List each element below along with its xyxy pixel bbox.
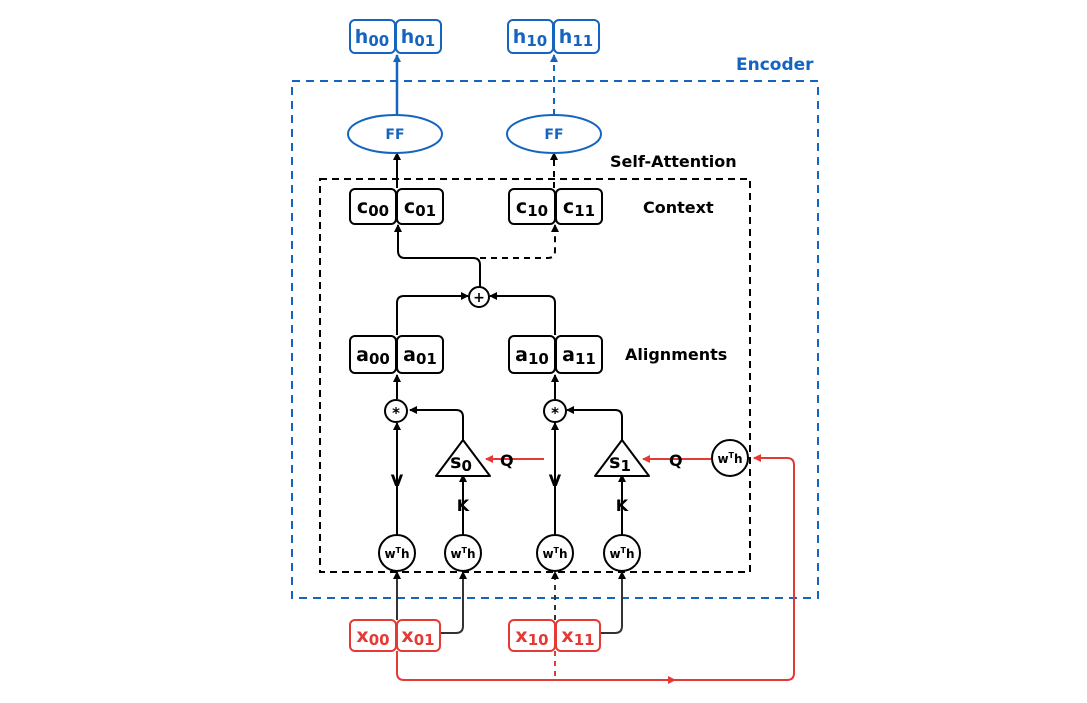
- alignment-a01: a01: [396, 335, 444, 374]
- svg-text:x10: x10: [515, 625, 548, 649]
- score-s1: s1: [594, 439, 650, 477]
- svg-text:c11: c11: [563, 196, 595, 220]
- context-c10: c10: [508, 188, 556, 225]
- edge-label-q1: Q: [669, 451, 683, 470]
- encoder-label: Encoder: [736, 55, 814, 75]
- svg-text:x01: x01: [401, 625, 434, 649]
- svg-text:*: *: [392, 404, 400, 422]
- edge-plus-c0: [394, 224, 481, 288]
- alignment-a11: a11: [555, 335, 603, 374]
- projection-v0: wTh: [378, 534, 416, 572]
- edge-label-k1: K: [616, 496, 629, 515]
- svg-text:a01: a01: [403, 344, 437, 368]
- edge-x01-wth: [440, 571, 467, 634]
- edge-label-q0: Q: [500, 451, 514, 470]
- svg-text:h11: h11: [559, 26, 593, 50]
- svg-text:h10: h10: [513, 26, 547, 50]
- edge-a1-plus: [489, 292, 556, 335]
- ff-node-1: FF: [506, 114, 602, 154]
- svg-text:wTh: wTh: [450, 546, 475, 561]
- hidden-h00: h00: [349, 19, 396, 54]
- edge-s1-mul1: [566, 406, 623, 440]
- context-c00: c00: [349, 188, 397, 225]
- svg-text:x11: x11: [561, 625, 594, 649]
- svg-text:wTh: wTh: [717, 451, 742, 466]
- hidden-h01: h01: [395, 19, 442, 54]
- alignment-a10: a10: [508, 335, 556, 374]
- svg-text:s0: s0: [450, 451, 472, 475]
- context-label: Context: [643, 198, 714, 217]
- svg-text:x00: x00: [356, 625, 389, 649]
- input-x01: x01: [396, 619, 441, 652]
- projection-v1: wTh: [536, 534, 574, 572]
- svg-text:wTh: wTh: [542, 546, 567, 561]
- svg-text:s1: s1: [609, 451, 631, 475]
- projection-q: wTh: [711, 439, 749, 477]
- projection-k0: wTh: [444, 534, 482, 572]
- edge-plus-c1: [480, 224, 559, 259]
- score-s0: s0: [435, 439, 491, 477]
- edge-s0-mul0: [409, 406, 464, 440]
- svg-text:c00: c00: [357, 196, 389, 220]
- self-attention-box: [319, 178, 751, 573]
- svg-text:c01: c01: [404, 196, 436, 220]
- svg-text:FF: FF: [544, 127, 563, 143]
- alignment-a00: a00: [349, 335, 397, 374]
- edge-input-loop: [396, 454, 795, 681]
- context-c01: c01: [396, 188, 444, 225]
- svg-text:a00: a00: [356, 344, 390, 368]
- svg-text:wTh: wTh: [609, 546, 634, 561]
- projection-k1: wTh: [603, 534, 641, 572]
- svg-text:+: +: [473, 290, 485, 306]
- alignments-label: Alignments: [625, 345, 727, 364]
- edge-label-v0: V: [391, 471, 404, 490]
- input-x00: x00: [349, 619, 397, 652]
- self-attention-label: Self-Attention: [610, 152, 737, 171]
- edge-a0-plus: [396, 292, 469, 335]
- add-node: +: [468, 286, 490, 308]
- multiply-node-0: *: [384, 399, 408, 423]
- edge-label-k0: K: [457, 496, 470, 515]
- svg-text:a10: a10: [515, 344, 549, 368]
- hidden-h10: h10: [507, 19, 554, 54]
- input-x11: x11: [555, 619, 601, 652]
- svg-text:FF: FF: [385, 127, 404, 143]
- input-x10: x10: [508, 619, 556, 652]
- svg-text:c10: c10: [516, 196, 548, 220]
- edge-x11-wth: [600, 571, 626, 634]
- svg-text:a11: a11: [562, 344, 596, 368]
- multiply-node-1: *: [543, 399, 567, 423]
- edge-label-v1: V: [549, 471, 562, 490]
- svg-text:h00: h00: [355, 26, 389, 50]
- svg-text:wTh: wTh: [384, 546, 409, 561]
- svg-text:*: *: [551, 404, 559, 422]
- svg-text:h01: h01: [401, 26, 435, 50]
- ff-node-0: FF: [347, 114, 443, 154]
- hidden-h11: h11: [553, 19, 600, 54]
- context-c11: c11: [555, 188, 603, 225]
